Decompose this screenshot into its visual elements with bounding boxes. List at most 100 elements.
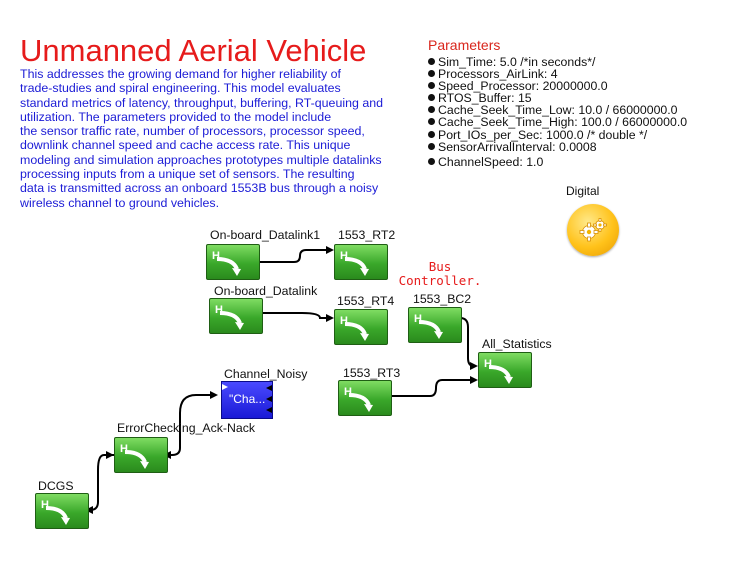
wire-bc2-stats xyxy=(459,317,476,367)
bullet-icon xyxy=(428,58,435,65)
hierarchy-icon: H xyxy=(212,250,241,276)
bullet-icon xyxy=(428,94,435,102)
svg-text:H: H xyxy=(414,313,422,325)
parameter-text: RTOS_Buffer: 15 xyxy=(438,91,532,106)
actor-channel-noisy[interactable]: "Cha... xyxy=(221,381,273,419)
wire-datalink-rt4 xyxy=(262,312,332,319)
parameter-item[interactable]: Cache_Seek_Time_Low: 10.0 / 66000000.0 xyxy=(428,103,687,118)
description-line: data is transmitted across an onboard 15… xyxy=(20,181,379,196)
channel-expression: "Cha... xyxy=(229,392,266,406)
label-bc2: 1553_BC2 xyxy=(413,292,472,306)
parameter-item[interactable]: Cache_Seek_Time_High: 100.0 / 66000000.0 xyxy=(428,115,688,130)
actor-rt2[interactable]: H xyxy=(334,244,388,280)
hierarchy-icon: H xyxy=(41,499,70,525)
actor-dcgs[interactable]: H xyxy=(35,493,89,529)
parameters-list: Sim_Time: 5.0 /*in seconds*/ Processors_… xyxy=(428,56,687,168)
label-datalink1: On-board_Datalink1 xyxy=(210,228,321,242)
label-rt4: 1553_RT4 xyxy=(337,294,395,308)
label-stats: All_Statistics xyxy=(482,337,552,351)
description-line: wireless channel to ground vehicles. xyxy=(20,195,220,210)
description-line: This addresses the growing demand for hi… xyxy=(20,67,341,81)
actor-all-statistics[interactable]: H xyxy=(478,352,532,388)
bus-controller-annotation: Bus Controller. xyxy=(395,260,485,288)
parameter-item[interactable]: Port_IOs_per_Sec: 1000.0 /* double */ xyxy=(428,127,687,142)
parameter-text: Port_IOs_per_Sec: 1000.0 /* double */ xyxy=(438,127,648,142)
hierarchy-icon: H xyxy=(340,250,369,276)
wire-channel-errcheck xyxy=(166,394,215,456)
model-description: This addresses the growing demand for hi… xyxy=(20,67,400,210)
hierarchy-icon: H xyxy=(344,386,373,412)
parameters-title: Parameters xyxy=(428,37,501,53)
wire-errcheck-dcgs xyxy=(87,454,116,511)
description-line: standard metrics of latency, throughput,… xyxy=(20,95,383,110)
bullet-icon xyxy=(428,70,435,78)
svg-text:H: H xyxy=(340,315,348,327)
parameter-item[interactable]: Sim_Time: 5.0 /*in seconds*/ xyxy=(428,56,687,68)
svg-text:H: H xyxy=(340,250,348,262)
annotation-line: Controller. xyxy=(398,273,482,288)
description-line: downlink channel speed and cache access … xyxy=(20,138,351,153)
description-line: the sensor traffic rate, number of proce… xyxy=(20,124,365,139)
parameter-item[interactable]: RTOS_Buffer: 15 xyxy=(428,92,687,104)
label-channel: Channel_Noisy xyxy=(224,367,308,381)
arrow-head xyxy=(210,391,218,399)
arrow-head xyxy=(470,376,478,384)
annotation-line: Bus xyxy=(428,259,452,274)
parameter-item[interactable]: ChannelSpeed: 1.0 xyxy=(428,156,687,168)
bullet-icon xyxy=(428,157,435,165)
description-line: trade-studies and spiral engineering. Th… xyxy=(20,81,341,96)
parameter-text: ChannelSpeed: 1.0 xyxy=(438,154,544,169)
parameter-item[interactable]: SensorArrivalInterval: 0.0008 xyxy=(428,141,687,153)
actor-datalink1[interactable]: H xyxy=(206,244,260,280)
description-line: processing inputs from a unique set of s… xyxy=(20,167,355,182)
actor-errorchecking[interactable]: H xyxy=(114,437,168,473)
svg-text:H: H xyxy=(41,499,49,511)
parameter-item[interactable]: Processors_AirLink: 4 xyxy=(428,68,687,80)
hierarchy-icon: H xyxy=(484,358,513,384)
parameter-item[interactable]: Speed_Processor: 20000000.0 xyxy=(428,80,687,92)
wire-datalink1-rt2 xyxy=(259,249,332,263)
parameter-text: Cache_Seek_Time_Low: 10.0 / 66000000.0 xyxy=(438,103,678,118)
label-rt3: 1553_RT3 xyxy=(343,366,401,380)
arrow-head xyxy=(85,506,93,514)
hierarchy-icon: H xyxy=(414,313,443,339)
director-label: Digital xyxy=(566,184,600,198)
svg-text:H: H xyxy=(344,386,352,398)
description-line: utilization. The parameters provided to … xyxy=(20,109,332,124)
label-dcgs: DCGS xyxy=(38,479,74,493)
gears-icon[interactable] xyxy=(567,204,619,256)
bullet-icon xyxy=(428,82,435,90)
arrow-head xyxy=(326,246,334,254)
parameter-text: Sim_Time: 5.0 /*in seconds*/ xyxy=(438,55,596,69)
actor-rt4[interactable]: H xyxy=(334,309,388,345)
actor-rt3[interactable]: H xyxy=(338,380,392,416)
hierarchy-icon: H xyxy=(215,304,244,330)
parameter-text: SensorArrivalInterval: 0.0008 xyxy=(438,139,597,154)
bullet-icon xyxy=(428,130,435,138)
arrow-head xyxy=(326,314,334,322)
svg-text:H: H xyxy=(215,304,223,316)
svg-text:H: H xyxy=(212,250,220,262)
bullet-icon xyxy=(428,118,435,126)
hierarchy-icon: H xyxy=(340,315,369,341)
wire-rt3-stats xyxy=(391,379,476,397)
label-rt2: 1553_RT2 xyxy=(338,228,396,242)
hierarchy-icon: H xyxy=(120,443,149,469)
label-errcheck: ErrorChecking_Ack-Nack xyxy=(117,421,256,435)
actor-bc2[interactable]: H xyxy=(408,307,462,343)
svg-text:H: H xyxy=(484,358,492,370)
parameter-text: Cache_Seek_Time_High: 100.0 / 66000000.0 xyxy=(438,115,688,130)
parameter-text: Processors_AirLink: 4 xyxy=(438,67,558,82)
port-icons xyxy=(222,384,272,413)
arrow-head xyxy=(470,362,478,370)
page-title: Unmanned Aerial Vehicle xyxy=(20,33,367,68)
actor-datalink[interactable]: H xyxy=(209,298,263,334)
bullet-icon xyxy=(428,106,435,114)
svg-text:H: H xyxy=(120,443,128,455)
parameter-text: Speed_Processor: 20000000.0 xyxy=(438,79,608,94)
bullet-icon xyxy=(428,142,435,150)
arrow-head xyxy=(106,451,114,459)
label-datalink: On-board_Datalink xyxy=(214,284,318,298)
description-line: modeling and simulation approaches proto… xyxy=(20,152,382,167)
